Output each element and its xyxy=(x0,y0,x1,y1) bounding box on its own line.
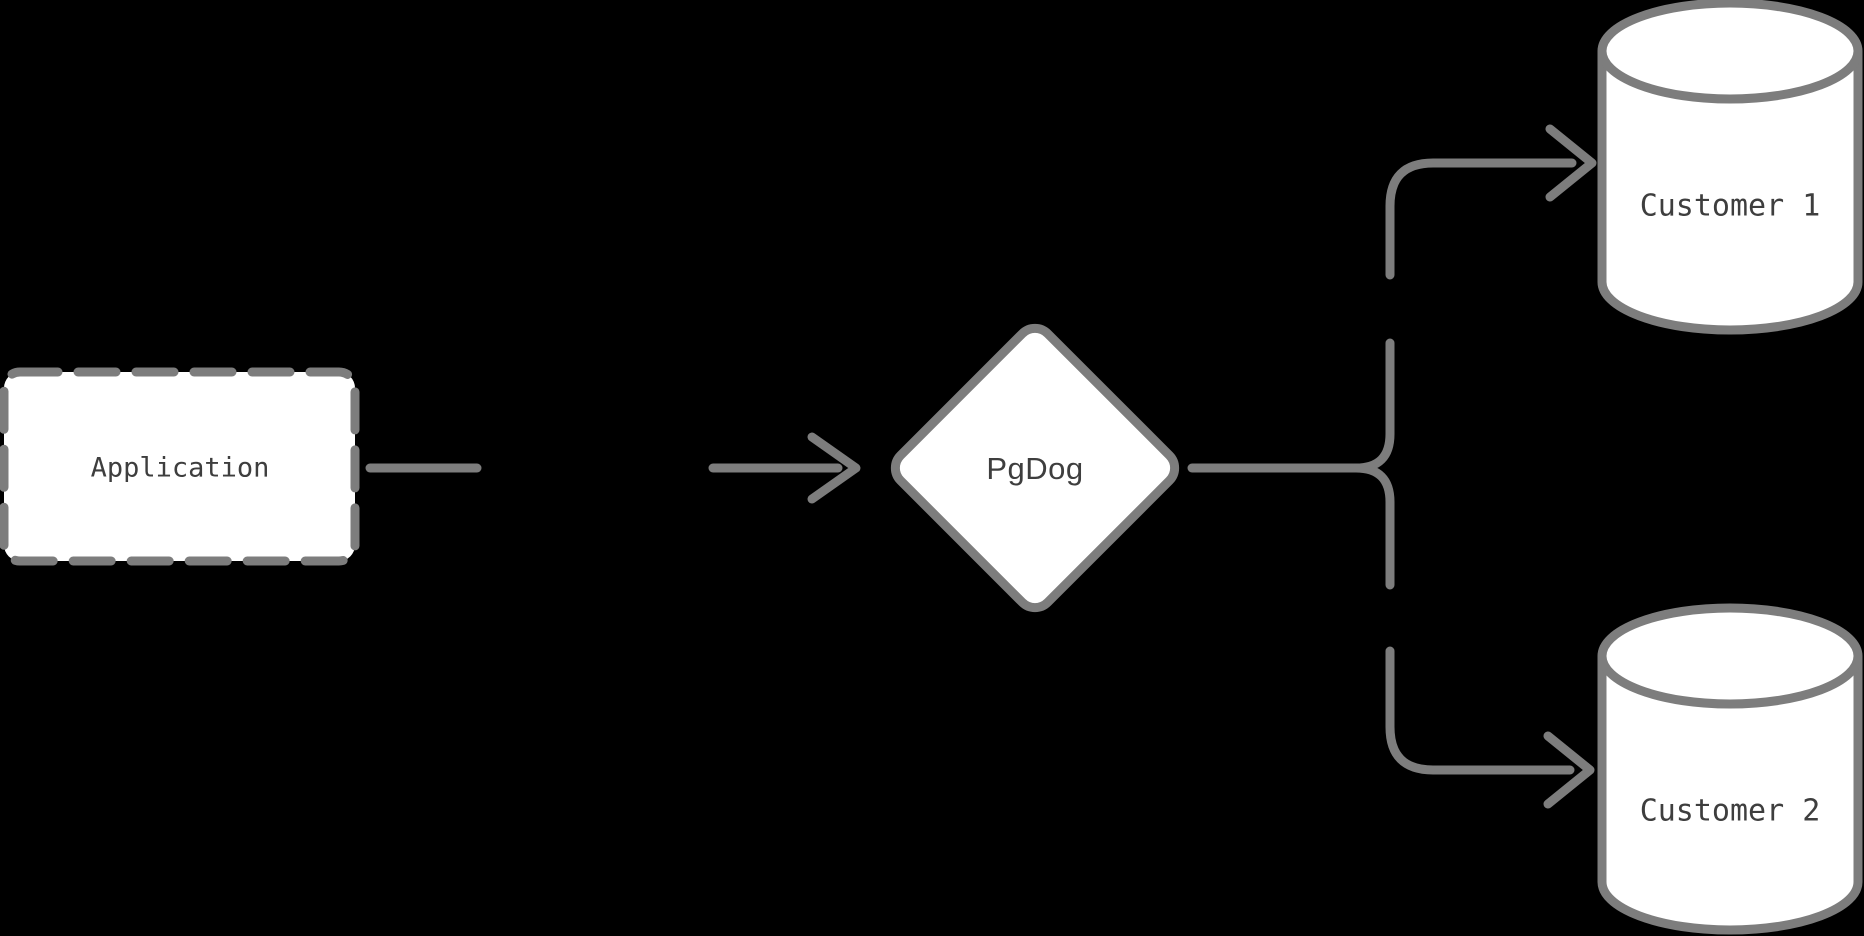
arrowhead xyxy=(1543,731,1595,809)
node-customer2[interactable]: Customer 2 xyxy=(1597,603,1863,935)
customer1-cylinder-body xyxy=(1597,51,1863,335)
node-pgdog[interactable]: PgDog xyxy=(888,321,1182,615)
pgdog-diamond-shape xyxy=(890,323,1180,613)
edge-segment xyxy=(1385,158,1577,280)
customer1-label: Customer 1 xyxy=(1640,189,1821,224)
customer2-label: Customer 2 xyxy=(1640,794,1821,829)
node-application[interactable]: Application xyxy=(0,367,360,566)
edge-segment xyxy=(1351,338,1395,473)
edge-segment xyxy=(1385,646,1575,775)
node-customer1[interactable]: Customer 1 xyxy=(1597,0,1863,335)
arrowhead xyxy=(1545,124,1597,202)
customer2-cylinder-top xyxy=(1597,603,1863,709)
pgdog-label: PgDog xyxy=(986,451,1083,486)
edge-application-to-pgdog xyxy=(365,432,861,504)
application-label: Application xyxy=(91,452,270,483)
edge-pgdog-to-customer1 xyxy=(1351,124,1597,473)
application-box-shape xyxy=(0,367,360,566)
customer1-cylinder-top xyxy=(1597,0,1863,104)
edge-segment xyxy=(1351,463,1395,590)
arrowhead xyxy=(807,432,861,504)
edge-pgdog-to-customer2 xyxy=(1351,463,1595,809)
customer2-cylinder-body xyxy=(1597,656,1863,935)
